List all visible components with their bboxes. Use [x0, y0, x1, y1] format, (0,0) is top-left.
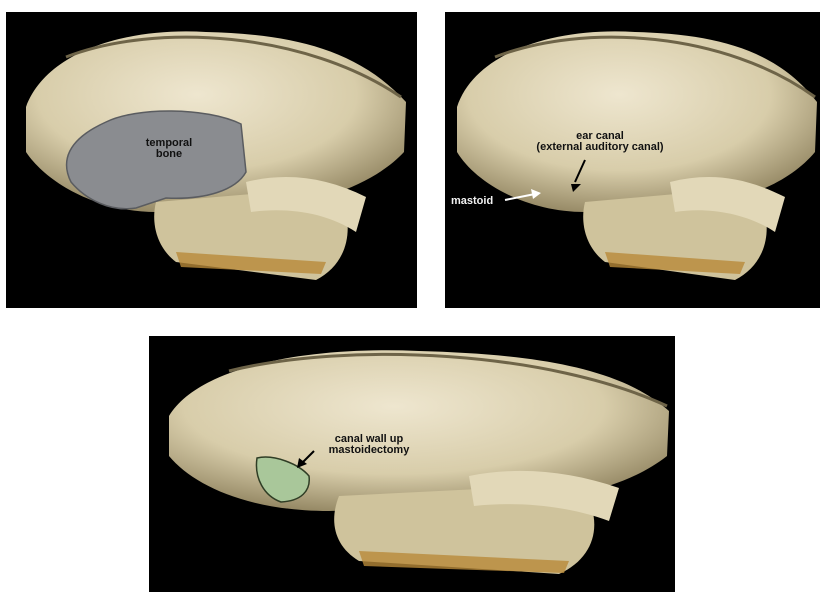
skull-image-mastoidectomy: canal wall up mastoidectomy — [149, 336, 675, 592]
skull-render — [445, 12, 820, 308]
mastoid-label: mastoid — [451, 196, 493, 207]
skull-image-temporal-bone: temporal bone — [6, 12, 417, 308]
skull-render — [6, 12, 417, 308]
cranium — [457, 31, 817, 212]
mastoidectomy-label: canal wall up mastoidectomy — [309, 434, 429, 456]
temporal-bone-label-line2: bone — [134, 149, 204, 160]
ear-canal-label: ear canal (external auditory canal) — [515, 131, 685, 153]
skull-image-ear-canal: ear canal (external auditory canal) mast… — [445, 12, 820, 308]
ear-canal-label-line2: (external auditory canal) — [515, 142, 685, 153]
mastoidectomy-label-line2: mastoidectomy — [309, 445, 429, 456]
skull-render — [149, 336, 675, 592]
temporal-bone-label: temporal bone — [134, 138, 204, 160]
